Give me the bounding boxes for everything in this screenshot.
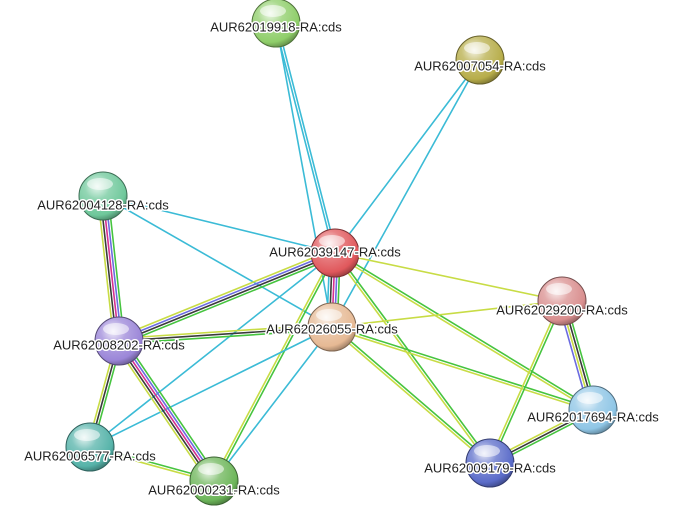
node-n10[interactable] bbox=[465, 438, 515, 488]
edge-line-coexpression bbox=[116, 341, 213, 484]
node-highlight bbox=[316, 309, 342, 321]
edge-line-neighborhood bbox=[107, 194, 125, 342]
edge-n3-n6[interactable] bbox=[102, 195, 333, 328]
edge-n6-n8[interactable] bbox=[330, 324, 595, 413]
node-n8[interactable] bbox=[568, 385, 618, 435]
edge-line-neighborhood bbox=[214, 252, 337, 483]
edge-n2-n4[interactable] bbox=[334, 59, 481, 254]
node-label-n9: AUR62006577-RA:cds bbox=[24, 448, 156, 463]
edge-line-neighborhood bbox=[334, 251, 595, 410]
edge-line-database bbox=[331, 59, 481, 328]
edge-line-neighborhood bbox=[335, 251, 492, 464]
node-n9[interactable] bbox=[65, 422, 115, 472]
node-n4[interactable] bbox=[310, 228, 360, 278]
edge-line-textmining bbox=[333, 252, 490, 465]
node-n3[interactable] bbox=[78, 171, 128, 221]
edge-line-textmining bbox=[334, 252, 563, 302]
edge-n6-n10[interactable] bbox=[330, 325, 492, 465]
edge-line-coexpression bbox=[118, 253, 337, 344]
edge-line-database bbox=[276, 21, 338, 254]
node-n11[interactable] bbox=[189, 456, 239, 506]
edge-line-textmining bbox=[333, 253, 594, 412]
edge-line-experiments bbox=[118, 340, 215, 482]
node-label-n8: AUR62017694-RA:cds bbox=[527, 409, 659, 424]
edge-line-neighborhood bbox=[490, 300, 564, 465]
edge-n6-n11[interactable] bbox=[213, 326, 333, 482]
nodes-layer: AUR62019918-RA:cdsAUR62007054-RA:cdsAUR6… bbox=[23, 0, 661, 506]
node-highlight bbox=[464, 42, 490, 54]
edge-n6-n9[interactable] bbox=[89, 326, 333, 448]
node-n7[interactable] bbox=[94, 316, 144, 366]
node-label-n7: AUR62008202-RA:cds bbox=[53, 337, 185, 352]
node-label-n1: AUR62019918-RA:cds bbox=[210, 19, 342, 34]
edge-n6-n7[interactable] bbox=[118, 323, 333, 345]
edge-line-textmining bbox=[488, 299, 562, 464]
edges-layer bbox=[86, 21, 598, 485]
edge-line-database bbox=[102, 195, 333, 328]
edge-n7-n11[interactable] bbox=[113, 337, 220, 485]
edge-line-neighborhood bbox=[122, 337, 220, 479]
node-label-n11: AUR62000231-RA:cds bbox=[148, 482, 280, 497]
node-n5[interactable] bbox=[537, 276, 587, 326]
edge-line-textmining bbox=[116, 248, 335, 339]
edge-line-textmining bbox=[330, 327, 594, 413]
node-n2[interactable] bbox=[455, 35, 505, 85]
node-highlight bbox=[87, 178, 113, 190]
edge-line-database bbox=[213, 326, 333, 482]
node-highlight bbox=[198, 463, 224, 475]
edge-n1-n6[interactable] bbox=[275, 22, 333, 328]
edge-line-homology bbox=[117, 251, 336, 341]
edge-n6-n5[interactable] bbox=[331, 300, 563, 328]
edge-n1-n4[interactable] bbox=[273, 21, 338, 255]
node-highlight bbox=[103, 323, 129, 335]
edge-line-database bbox=[89, 252, 336, 448]
edge-line-database bbox=[89, 326, 333, 448]
edge-line-database bbox=[102, 195, 336, 254]
node-highlight bbox=[260, 5, 286, 17]
edge-n4-n5[interactable] bbox=[334, 252, 563, 302]
edge-line-textmining bbox=[118, 323, 333, 340]
edge-n4-n7[interactable] bbox=[116, 248, 338, 346]
edge-line-homology bbox=[120, 338, 217, 481]
node-n6[interactable] bbox=[307, 302, 357, 352]
edge-n4-n8[interactable] bbox=[333, 251, 595, 412]
node-highlight bbox=[577, 392, 603, 404]
edge-line-database bbox=[334, 59, 481, 254]
edge-line-textmining bbox=[331, 300, 563, 328]
edge-line-neighborhood bbox=[118, 328, 333, 345]
edge-n4-n11[interactable] bbox=[212, 251, 337, 483]
edge-line-neighborhood bbox=[119, 255, 338, 346]
edge-line-database bbox=[275, 22, 333, 328]
node-highlight bbox=[74, 429, 100, 441]
edge-n5-n10[interactable] bbox=[488, 299, 564, 465]
edge-n4-n9[interactable] bbox=[89, 252, 336, 448]
edge-line-textmining bbox=[212, 251, 335, 482]
edge-line-neighborhood bbox=[331, 324, 595, 410]
node-label-n2: AUR62007054-RA:cds bbox=[414, 58, 546, 73]
node-highlight bbox=[319, 235, 345, 247]
node-label-n10: AUR62009179-RA:cds bbox=[424, 460, 556, 475]
node-label-n6: AUR62026055-RA:cds bbox=[266, 321, 398, 336]
node-label-n3: AUR62004128-RA:cds bbox=[37, 197, 169, 212]
node-label-n5: AUR62029200-RA:cds bbox=[496, 302, 628, 317]
edge-line-neighborhood bbox=[332, 325, 492, 463]
edge-line-textmining bbox=[330, 327, 490, 465]
edge-line-textmining bbox=[97, 195, 115, 343]
node-highlight bbox=[474, 445, 500, 457]
edge-n2-n6[interactable] bbox=[331, 59, 481, 328]
edge-line-textmining bbox=[113, 343, 211, 485]
edge-n3-n4[interactable] bbox=[102, 195, 336, 254]
node-highlight bbox=[546, 283, 572, 295]
edge-n4-n10[interactable] bbox=[333, 251, 492, 465]
node-n1[interactable] bbox=[251, 0, 301, 48]
edge-line-database bbox=[273, 22, 335, 255]
edge-line-coexpression bbox=[118, 326, 333, 342]
node-label-n4: AUR62039147-RA:cds bbox=[269, 244, 401, 259]
